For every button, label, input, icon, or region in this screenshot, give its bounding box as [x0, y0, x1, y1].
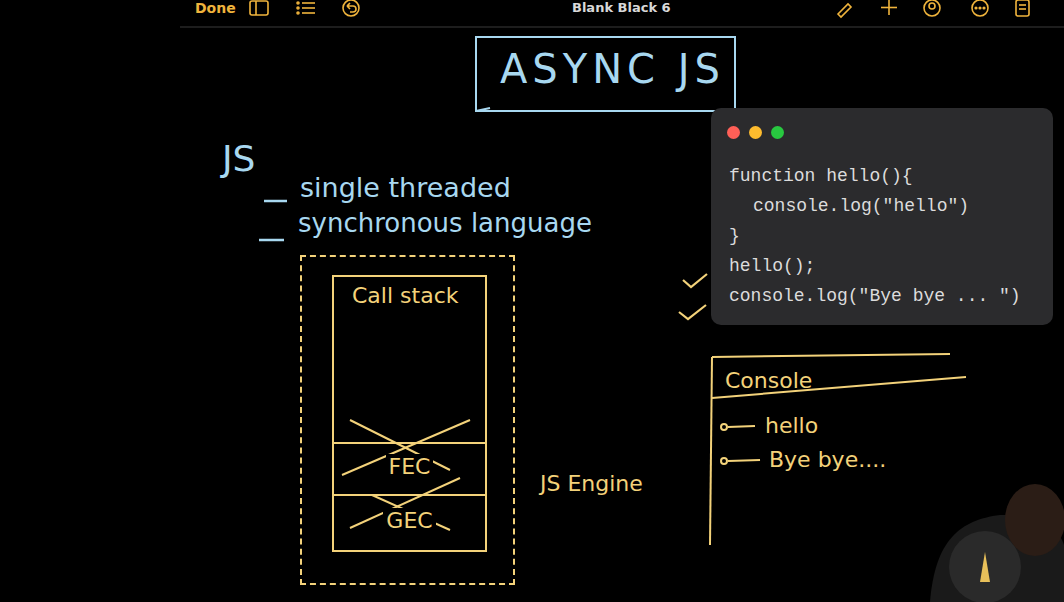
- bullet-dash: [259, 239, 284, 242]
- code-line: hello();: [729, 256, 815, 277]
- document-title: Blank Black 6: [572, 0, 671, 15]
- title-box: [476, 37, 735, 111]
- title-box-tick: [476, 108, 490, 111]
- code-line: console.log("Bye bye ... "): [729, 286, 1021, 307]
- bullet-note: synchronous language: [298, 208, 592, 238]
- window-control: [771, 126, 784, 139]
- bullet-dash: [264, 200, 287, 203]
- component-label: JS Engine: [540, 471, 643, 496]
- presenter-figure: [930, 484, 1064, 602]
- code-line: function hello(){: [729, 166, 913, 187]
- js-engine-box: FECGECCall stackJS Engine: [300, 255, 515, 585]
- bullet-note: single threaded: [300, 172, 511, 203]
- toolbar-icons: [250, 0, 1029, 17]
- console-outline: [710, 354, 966, 545]
- window-control: [749, 126, 762, 139]
- code-line: }: [729, 226, 740, 247]
- stack-frame: FEC: [334, 442, 485, 494]
- stack-frame: GEC: [334, 494, 485, 550]
- console-output: Bye bye....: [766, 447, 889, 472]
- window-control: [727, 126, 740, 139]
- heading: JS: [222, 138, 255, 179]
- toolbar-button: Done: [195, 0, 236, 16]
- title: ASYNC JS: [500, 46, 725, 92]
- frame-label: GEC: [383, 508, 435, 533]
- check-marks: [679, 274, 707, 319]
- toolbar-divider: [180, 27, 1064, 28]
- code-window: function hello(){ console.log("hello")} he…: [711, 108, 1053, 325]
- call-stack-box: FEC GEC Call stack: [332, 275, 487, 552]
- console-output: Console: [725, 368, 812, 393]
- frame-label: FEC: [386, 454, 434, 479]
- component-label: Call stack: [352, 283, 462, 308]
- console-panel: Console helloBye bye....: [712, 355, 967, 550]
- console-output: hello: [762, 413, 821, 438]
- code-line: console.log("hello"): [753, 196, 969, 217]
